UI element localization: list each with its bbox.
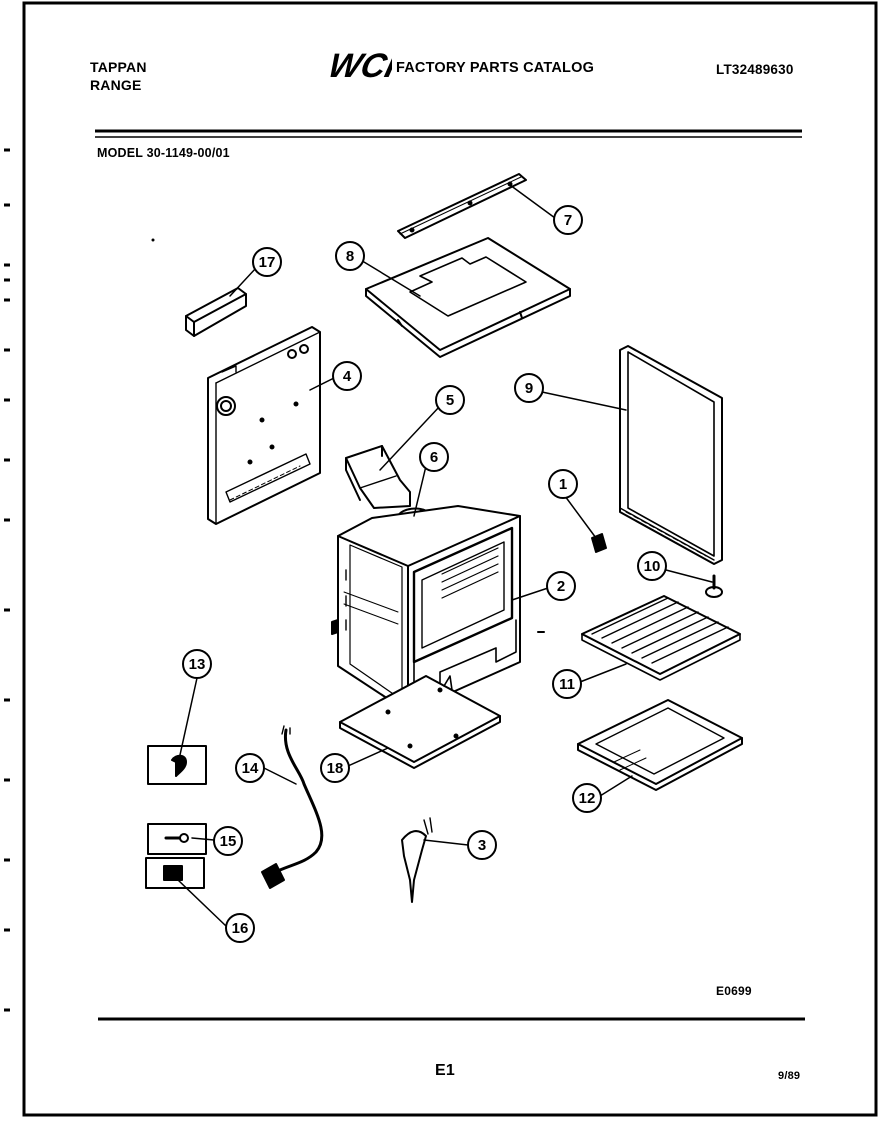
svg-text:4: 4 — [343, 368, 352, 385]
scan-edge-marks — [4, 148, 10, 1012]
part-10-leveling-leg — [705, 574, 723, 598]
scan-dot — [151, 238, 155, 242]
svg-text:2: 2 — [557, 578, 565, 595]
part-2-oven-body — [331, 505, 521, 713]
svg-text:13: 13 — [189, 656, 206, 673]
part-1-clip — [591, 533, 607, 553]
svg-text:5: 5 — [446, 392, 454, 409]
callout-15: 15 — [213, 826, 243, 856]
callout-18: 18 — [320, 753, 350, 783]
part-14-power-cord — [261, 725, 324, 889]
part-7-top-trim-strip — [397, 173, 527, 239]
part-13-switch — [147, 745, 207, 785]
svg-text:6: 6 — [430, 449, 438, 466]
callout-16: 16 — [225, 913, 255, 943]
callout-4: 4 — [332, 361, 362, 391]
part-8-cooktop-panel — [365, 237, 571, 358]
part-16-receptacle — [145, 857, 205, 889]
model-number: MODEL 30-1149-00/01 — [97, 146, 230, 160]
callout-13: 13 — [182, 649, 212, 679]
callout-2: 2 — [546, 571, 576, 601]
svg-text:16: 16 — [232, 920, 249, 937]
part-11-oven-rack — [581, 595, 741, 681]
svg-text:15: 15 — [220, 833, 237, 850]
svg-text:12: 12 — [579, 790, 596, 807]
part-12-broiler-pan — [577, 699, 743, 791]
callout-14: 14 — [235, 753, 265, 783]
callout-9: 9 — [514, 373, 544, 403]
callout-7: 7 — [553, 205, 583, 235]
catalog-code: LT32489630 — [716, 62, 794, 77]
svg-text:7: 7 — [564, 212, 572, 229]
svg-text:18: 18 — [327, 760, 344, 777]
svg-text:3: 3 — [478, 837, 486, 854]
part-4-back-panel — [207, 326, 321, 525]
callout-5: 5 — [435, 385, 465, 415]
callout-8: 8 — [335, 241, 365, 271]
callout-10: 10 — [637, 551, 667, 581]
part-3-sensor-probe — [401, 817, 433, 903]
svg-text:1: 1 — [559, 476, 567, 493]
svg-text:8: 8 — [346, 248, 354, 265]
svg-text:WCI: WCI — [326, 47, 392, 81]
part-17-trim-piece — [185, 287, 247, 337]
brand-block: TAPPAN RANGE — [90, 58, 147, 94]
part-18-bottom-panel — [339, 675, 501, 769]
svg-text:10: 10 — [644, 558, 661, 575]
svg-text:14: 14 — [242, 760, 259, 777]
revision-date: 9/89 — [778, 1070, 801, 1082]
svg-text:9: 9 — [525, 380, 533, 397]
callout-12: 12 — [572, 783, 602, 813]
callout-markers: 7 8 17 4 5 6 9 1 2 10 11 12 13 14 18 15 … — [182, 205, 667, 943]
brand-name: TAPPAN — [90, 59, 147, 75]
callout-17: 17 — [252, 247, 282, 277]
svg-text:11: 11 — [559, 676, 575, 693]
drawing-code: E0699 — [716, 984, 752, 998]
leader-lines — [177, 184, 713, 927]
callout-11: 11 — [552, 669, 582, 699]
part-9-side-frame — [619, 345, 723, 565]
wci-logo-icon: WCI — [326, 47, 392, 81]
page-number: E1 — [435, 1062, 455, 1079]
callout-6: 6 — [419, 442, 449, 472]
svg-text:17: 17 — [259, 254, 276, 271]
callout-1: 1 — [548, 469, 578, 499]
part-5-bracket — [345, 445, 411, 509]
callout-3: 3 — [467, 830, 497, 860]
catalog-title: FACTORY PARTS CATALOG — [396, 60, 595, 76]
product-type: RANGE — [90, 77, 142, 93]
